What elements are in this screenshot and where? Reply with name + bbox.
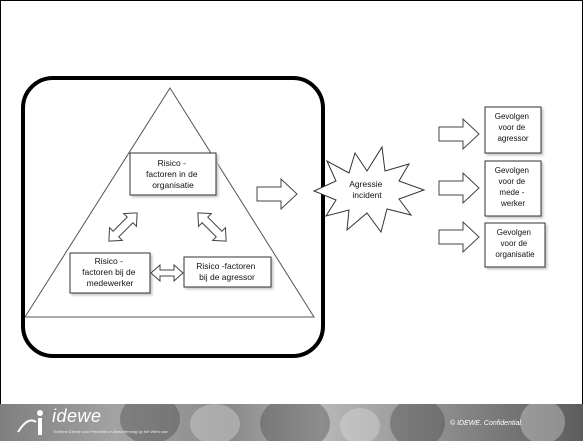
box-gevolgen-agressor: Gevolgen voor de agressor	[484, 106, 542, 154]
box-agressor-line-2: bij de agressor	[199, 272, 255, 282]
gevolgen-medewerker-line-4: werker	[500, 199, 525, 208]
arrow-to-incident	[256, 177, 298, 211]
gevolgen-medewerker-line-2: voor de	[499, 177, 526, 186]
svg-text:Gevolgen voor de m: Gevolgen voor de mede - werker	[495, 166, 531, 208]
incident-line-1: Agressie	[349, 179, 382, 189]
idewe-logo-text: idewe	[52, 406, 102, 426]
gevolgen-medewerker-line-1: Gevolgen	[495, 166, 529, 175]
confidential-notice: © IDEWE. Confidential.	[450, 420, 523, 427]
double-arrow-agressor-organisatie	[197, 212, 227, 242]
agressie-incident-burst: Agressie incident	[312, 145, 426, 234]
box-agressor-line-1: Risico -factoren	[196, 261, 255, 271]
arrow-to-gevolgen-organisatie	[438, 220, 480, 254]
svg-text:Gevolgen voor de a: Gevolgen voor de agressor	[495, 112, 531, 143]
triangle-frame	[21, 76, 325, 358]
arrow-to-gevolgen-medewerker	[438, 171, 480, 205]
gevolgen-organisatie-line-1: Gevolgen	[497, 228, 531, 237]
box-risicofactoren-organisatie: Risico - factoren in de organisatie	[129, 152, 217, 196]
box-organisatie-line-2: factoren in de	[146, 169, 198, 179]
idewe-logo-icon	[17, 410, 43, 435]
svg-text:Risico - factoren bij de: Risico - factoren bij de medewerker	[82, 256, 138, 288]
box-risicofactoren-medewerker: Risico - factoren bij de medewerker	[69, 252, 151, 294]
footer-banner: idewe Externe Dienst voor Preventie en B…	[0, 404, 583, 441]
incident-line-2: incident	[352, 190, 382, 200]
double-arrow-medewerker-organisatie	[108, 212, 138, 242]
box-medewerker-line-2: factoren bij de	[82, 267, 136, 277]
svg-text:Risico -factoren bij de: Risico -factoren bij de agressor	[196, 261, 257, 282]
box-organisatie-line-1: Risico -	[158, 158, 187, 168]
box-organisatie-line-3: organisatie	[152, 180, 194, 190]
double-arrow-medewerker-agressor	[150, 263, 184, 283]
box-gevolgen-organisatie: Gevolgen voor de organisatie	[484, 222, 546, 268]
box-medewerker-line-1: Risico -	[95, 256, 124, 266]
gevolgen-medewerker-line-3: mede -	[499, 188, 524, 197]
box-medewerker-line-3: medewerker	[87, 278, 134, 288]
gevolgen-agressor-line-1: Gevolgen	[495, 112, 529, 121]
arrow-to-gevolgen-agressor	[438, 117, 480, 151]
gevolgen-organisatie-line-3: organisatie	[495, 250, 535, 259]
svg-text:Agressie incident: Agressie incident	[349, 179, 384, 200]
svg-text:Risico - factoren in de: Risico - factoren in de organisatie	[146, 158, 200, 190]
gevolgen-agressor-line-3: agressor	[497, 134, 528, 143]
box-risicofactoren-agressor: Risico -factoren bij de agressor	[183, 256, 272, 288]
gevolgen-agressor-line-2: voor de	[499, 123, 526, 132]
idewe-tagline: Externe Dienst voor Preventie en Bescher…	[54, 429, 168, 434]
box-gevolgen-medewerker: Gevolgen voor de mede - werker	[484, 160, 542, 217]
svg-text:Gevolgen voor de o: Gevolgen voor de organisatie	[495, 228, 535, 259]
gevolgen-organisatie-line-2: voor de	[501, 239, 528, 248]
